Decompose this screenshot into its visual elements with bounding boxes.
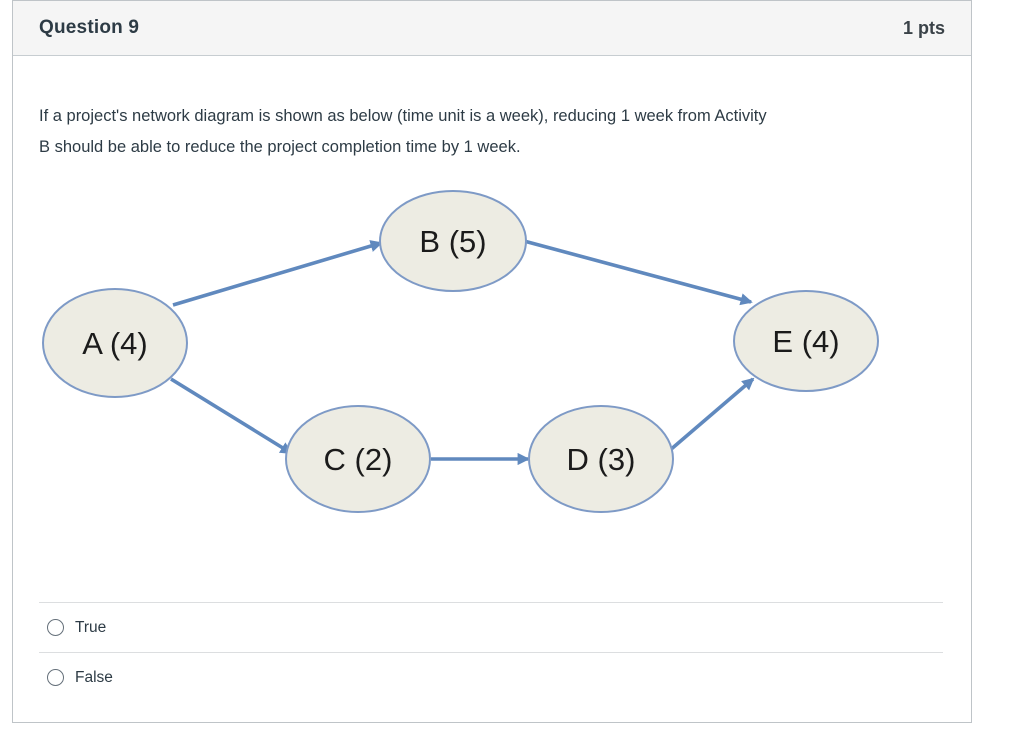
node-E: E (4) bbox=[733, 290, 879, 392]
radio-false[interactable] bbox=[47, 669, 64, 686]
edge-B-E bbox=[523, 239, 753, 306]
edge-A-B bbox=[172, 240, 383, 307]
question-text-line1: If a project's network diagram is shown … bbox=[39, 107, 767, 125]
question-text-line2: B should be able to reduce the project c… bbox=[39, 138, 521, 156]
node-E-label: E (4) bbox=[772, 324, 839, 359]
question-title: Question 9 bbox=[39, 17, 140, 38]
question-text: If a project's network diagram is shown … bbox=[39, 101, 945, 163]
node-D-label: D (3) bbox=[567, 442, 636, 477]
node-C: C (2) bbox=[285, 405, 431, 513]
question-card: Question 9 1 pts If a project's network … bbox=[12, 0, 972, 723]
node-D: D (3) bbox=[528, 405, 674, 513]
answer-row-false: False bbox=[39, 652, 943, 702]
network-diagram: A (4) B (5) C (2) D (3) E (4) bbox=[38, 186, 943, 546]
answer-label-false[interactable]: False bbox=[75, 668, 113, 686]
node-B: B (5) bbox=[379, 190, 527, 292]
question-points: 1 pts bbox=[902, 17, 945, 38]
edge-D-E bbox=[667, 377, 755, 453]
node-A: A (4) bbox=[42, 288, 188, 398]
edge-A-C bbox=[170, 377, 293, 455]
answers-group: True False bbox=[39, 602, 943, 702]
node-B-ellipse bbox=[379, 190, 527, 292]
network-diagram-svg: A (4) B (5) C (2) D (3) E (4) bbox=[42, 190, 879, 513]
question-body: If a project's network diagram is shown … bbox=[13, 101, 971, 702]
node-E-ellipse bbox=[733, 290, 879, 392]
node-C-label: C (2) bbox=[324, 442, 393, 477]
answer-row-true: True bbox=[39, 602, 943, 652]
answer-label-true[interactable]: True bbox=[75, 618, 107, 636]
node-D-ellipse bbox=[528, 405, 674, 513]
node-A-label: A (4) bbox=[82, 326, 147, 361]
node-C-ellipse bbox=[285, 405, 431, 513]
node-B-label: B (5) bbox=[419, 224, 486, 259]
node-A-ellipse bbox=[42, 288, 188, 398]
question-header: Question 9 1 pts bbox=[13, 1, 971, 56]
radio-true[interactable] bbox=[47, 619, 64, 636]
